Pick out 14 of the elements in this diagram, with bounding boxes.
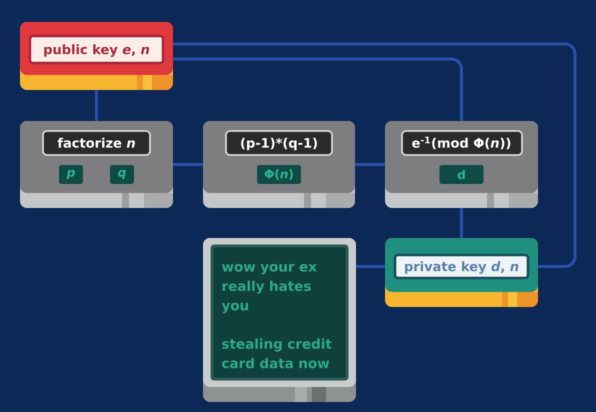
connector-line (173, 42, 576, 268)
connector-line (355, 163, 385, 166)
value-chip: Φ(n) (257, 165, 301, 184)
key-card: public key e, n (20, 22, 173, 90)
connector-line (460, 208, 463, 238)
screen: wow your ex really hates you stealing credit card data now (203, 238, 356, 402)
value-chip: p (59, 165, 83, 184)
connector-line (173, 163, 203, 166)
value-chip: q (110, 165, 134, 184)
connector-line (173, 58, 463, 121)
key-card: private key d, n (385, 238, 538, 307)
connector-line (95, 90, 98, 121)
value-chip: d (440, 165, 484, 184)
connector-line (356, 265, 385, 268)
